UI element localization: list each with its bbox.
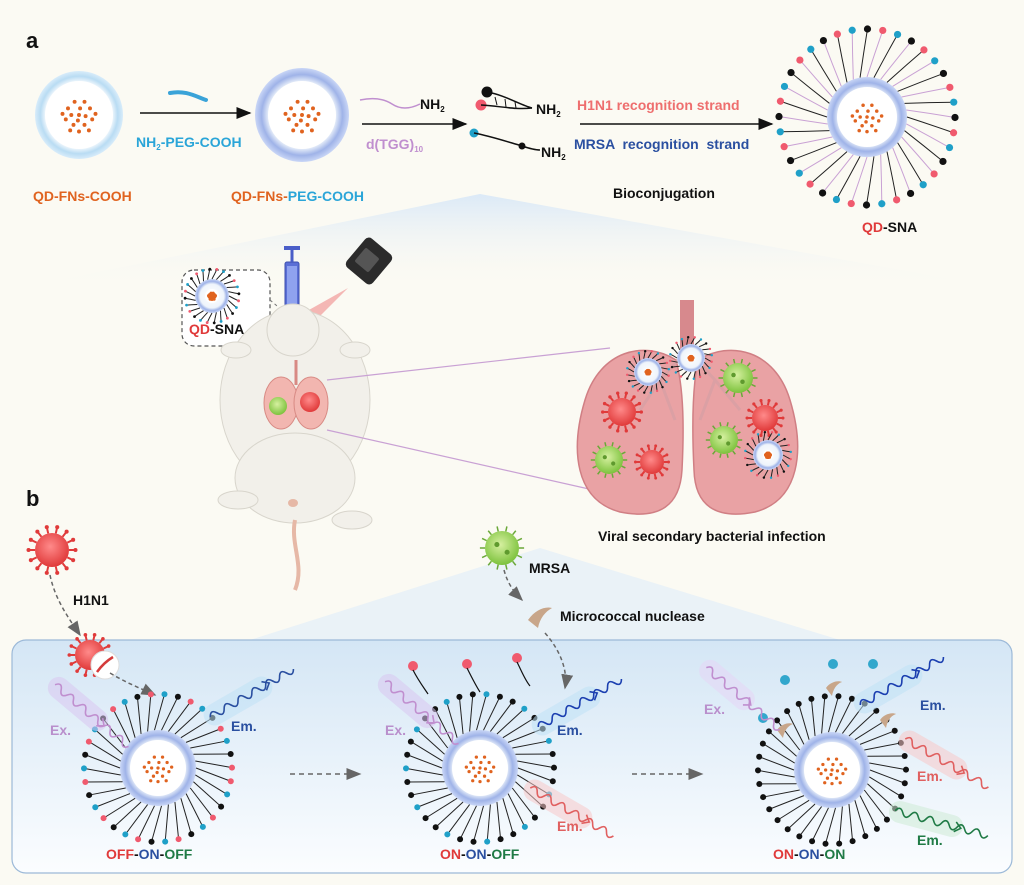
- syringe-icon: [284, 246, 300, 328]
- arrow-h1n1-down: [49, 574, 81, 637]
- released-dyes-state3: [758, 659, 896, 738]
- qd-sna-particle: [775, 25, 959, 209]
- light-tubes: [47, 656, 989, 839]
- bioconjugation-label: Bioconjugation: [613, 185, 715, 201]
- zoom-line-top: [326, 347, 611, 381]
- arrow-mrsa-down: [503, 569, 524, 602]
- mouse-illustration: [217, 303, 373, 591]
- h1n1-label: H1N1: [73, 592, 109, 608]
- zoom-line-bottom: [326, 429, 621, 497]
- inset-sna-icon: [183, 267, 241, 325]
- np2-label: QD-FNs-PEG-COOH: [231, 188, 365, 204]
- qd-sna-state1: [81, 691, 235, 845]
- inset-qd-sna-label: QD-SNA: [189, 321, 245, 337]
- panel-b-letter: b: [26, 486, 40, 511]
- mrsa-bacterium-icon: [479, 526, 525, 570]
- qd-sna-label: QD-SNA: [862, 219, 918, 235]
- np-qd-fns-peg-cooh: [255, 68, 349, 162]
- linker-nh2: NH2: [420, 96, 445, 114]
- ex-label-3: Ex.: [704, 701, 726, 717]
- h1n1-virus-binding-icon: [67, 633, 120, 680]
- peg-reagent-label: NH2-PEG-COOH: [136, 134, 242, 152]
- em-label-2: Em.: [557, 722, 583, 738]
- linker-sequence: d(TGG)10: [366, 136, 424, 154]
- arrow-h1n1-to-sna: [109, 672, 157, 696]
- em-label-5: Em.: [917, 768, 943, 784]
- peg-chain-icon: [168, 90, 208, 102]
- h1n1-virus-icon: [26, 525, 78, 575]
- nuclease-label: Micrococcal nuclease: [560, 608, 705, 624]
- mini-virus: [300, 392, 320, 412]
- np1-label: QD-FNs-COOH: [33, 188, 132, 204]
- lung-pathogens: [590, 335, 792, 480]
- ex-label-1: Ex.: [50, 722, 72, 738]
- strand1-nh2: NH2: [536, 101, 561, 119]
- tgg-linker: [359, 97, 421, 109]
- panel-a-letter: a: [26, 28, 39, 53]
- projection-wedge-b: [250, 548, 840, 640]
- infection-caption: Viral secondary bacterial infection: [598, 528, 826, 544]
- mrsa-label: MRSA: [529, 560, 571, 576]
- h1n1-strand-label: H1N1 recognition strand: [577, 97, 740, 113]
- mrsa-strand-icon: [469, 128, 541, 151]
- em-label-4: Em.: [920, 697, 946, 713]
- strand2-nh2: NH2: [541, 144, 566, 162]
- em-label-1: Em.: [231, 718, 257, 734]
- projection-wedge: [20, 194, 1000, 288]
- mini-bacterium: [269, 397, 287, 415]
- state3-label: ON-ON-ON: [773, 846, 846, 862]
- mrsa-strand-label: MRSA recognition strand: [574, 136, 750, 152]
- h1n1-strand-icon: [475, 86, 533, 111]
- qd-sna-state2: [403, 691, 557, 845]
- em-label-6: Em.: [917, 832, 943, 848]
- state2-label: ON-ON-OFF: [440, 846, 520, 862]
- imaging-camera-icon: [300, 237, 393, 318]
- em-label-3: Em.: [557, 818, 583, 834]
- state1-label: OFF-ON-OFF: [106, 846, 193, 862]
- np-qd-fns-cooh: [35, 71, 123, 159]
- ex-label-2: Ex.: [385, 722, 407, 738]
- nuclease-icon: [528, 607, 552, 628]
- released-strands-state2: [408, 653, 531, 695]
